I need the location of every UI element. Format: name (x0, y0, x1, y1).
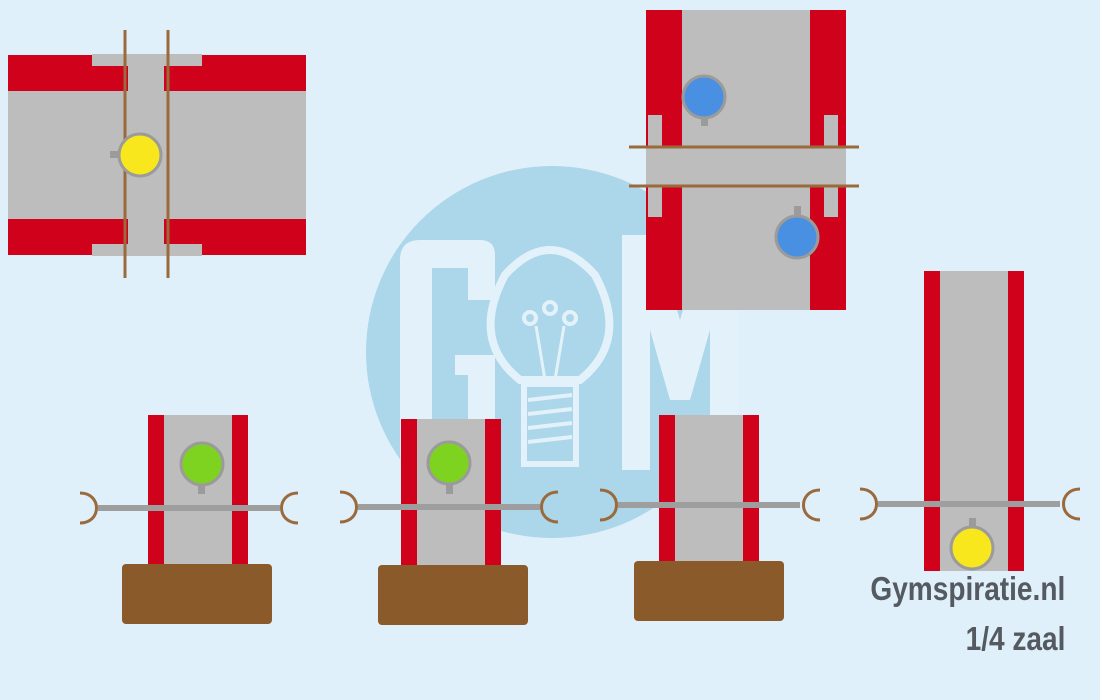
mat-edge-left (924, 271, 940, 571)
station-1 (79, 415, 299, 624)
marker-yellow-station-4 (949, 518, 995, 571)
base-block (634, 561, 784, 621)
station-3 (599, 415, 821, 621)
mat-edge-right (1008, 271, 1024, 571)
lightbulb-icon (486, 246, 614, 467)
hook-right (540, 490, 559, 524)
base-block (378, 565, 528, 625)
marker-blue-top (681, 74, 727, 126)
mat-edge-right (743, 415, 759, 567)
mat-edge-left (148, 415, 164, 570)
mat-edge-left (401, 419, 417, 571)
site-name: Gymspiratie.nl (870, 570, 1065, 607)
hook-right (802, 488, 821, 522)
mat-edge-right (232, 415, 248, 570)
mat-top-left (8, 30, 306, 278)
hook-left (599, 488, 618, 522)
station-4 (859, 271, 1081, 571)
marker-green-station-2 (426, 440, 472, 494)
hook-right (1062, 487, 1081, 521)
mat-top-right (629, 10, 859, 310)
hook-right (280, 491, 299, 525)
mat-edge-left (659, 415, 675, 567)
mat-edge-right (485, 419, 501, 571)
hook-left (339, 490, 358, 524)
zone-label: 1/4 zaal (965, 620, 1065, 657)
base-block (122, 564, 272, 624)
hook-left (859, 487, 878, 521)
hook-left (79, 491, 98, 525)
bench-beam (646, 148, 846, 186)
mat-body (675, 415, 743, 567)
station-2 (339, 419, 559, 625)
marker-green-station-1 (179, 441, 225, 494)
marker-yellow-top-left (110, 132, 163, 178)
marker-blue-bottom (774, 206, 820, 260)
watermark-letter-g (400, 240, 495, 475)
